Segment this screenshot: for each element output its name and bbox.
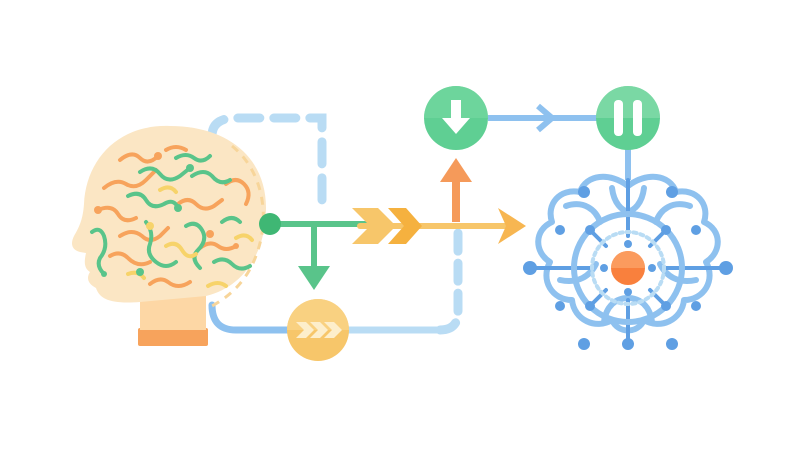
neuron-dots	[94, 152, 239, 277]
circuit-brain-core-highlight	[611, 251, 645, 268]
yellow-arrow-tail	[352, 208, 396, 244]
green-down-arrow-head	[298, 266, 330, 290]
yellow-arrow-head	[498, 208, 526, 244]
orange-up-arrow-head	[440, 158, 472, 182]
arrow-down-icon	[442, 100, 470, 134]
head-connection-node	[259, 213, 281, 235]
yellow-arrow-tail-inner	[388, 208, 422, 244]
human-brain-head-icon	[72, 125, 281, 346]
circuit-brain-terminals	[523, 186, 733, 350]
circuit-brain-icon	[523, 173, 733, 350]
shirt-collar	[138, 328, 208, 346]
orange-neurons	[96, 145, 251, 288]
head-dashed-outline	[211, 144, 265, 308]
green-neurons	[90, 153, 252, 276]
circuit-brain-inner-ring	[590, 230, 666, 306]
download-node[interactable]	[424, 86, 488, 150]
pause-node[interactable]	[596, 86, 660, 150]
connector-download-to-pause-chevron	[536, 103, 555, 133]
chevrons-right-icon	[296, 322, 342, 338]
head-silhouette	[72, 125, 266, 303]
pause-icon	[614, 100, 642, 136]
circuit-brain-outer-ring	[571, 211, 685, 325]
dashed-connector-forward-up	[435, 227, 463, 335]
connector-head-to-forward-node	[208, 301, 294, 334]
forward-node[interactable]	[287, 299, 349, 361]
dashed-connector-head-top	[207, 113, 327, 205]
